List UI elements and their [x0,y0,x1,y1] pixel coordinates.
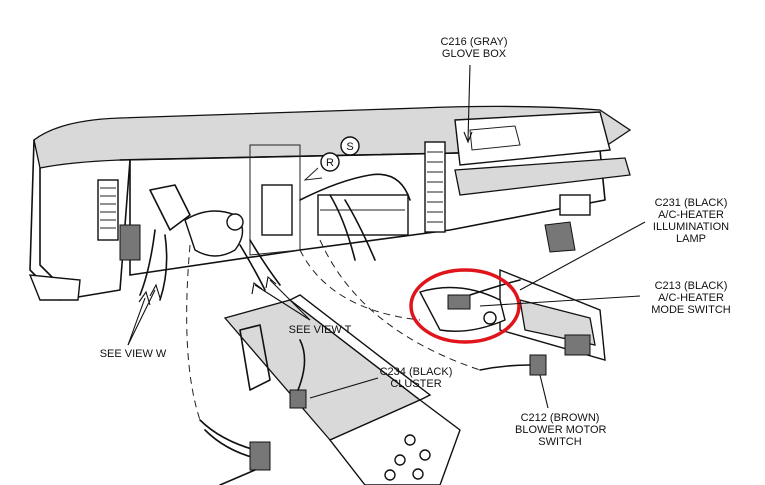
callout-view-t: SEE VIEW T [284,324,356,336]
callout-c212-line-1: C212 (BROWN) [520,412,600,424]
callout-view-t-line-1: SEE VIEW T [288,324,352,336]
ac-heater-control [418,268,606,361]
callout-c216: C216 (GRAY) GLOVE BOX [437,36,511,60]
leader-c212 [539,374,549,409]
callout-c234-line-1: C234 (BLACK) [379,366,453,378]
leader-view-t-1 [269,279,311,321]
leader-view-w-2 [127,297,146,346]
marker-r: R [320,152,340,172]
callout-c213-line-1: C213 (BLACK) [654,280,728,292]
callout-c234: C234 (BLACK) CLUSTER [378,366,454,390]
left-vent [97,179,119,241]
marker-s: S [340,136,360,156]
callout-c231-line-4: LAMP [676,233,706,245]
left-harness [119,184,281,301]
callout-c213-line-3: MODE SWITCH [651,304,731,316]
center-vent [424,141,446,233]
cluster-detail [223,294,461,485]
callout-c231-line-3: ILLUMINATION [652,221,730,233]
leader-c216 [467,64,471,141]
callout-c213: C213 (BLACK) A/C-HEATER MODE SWITCH [648,280,734,316]
leader-c231 [519,221,646,291]
marker-r-label: R [326,157,334,169]
callout-view-w-line-1: SEE VIEW W [99,348,167,360]
callout-c234-line-2: CLUSTER [390,378,442,390]
glove-box [454,111,631,253]
callout-c231-line-1: C231 (BLACK) [654,197,728,209]
leader-c234 [309,377,379,399]
leader-view-t-2 [254,284,311,321]
c212-connector [479,354,547,376]
callout-c213-line-2: A/C-HEATER [658,292,724,304]
left-end-cap [28,274,81,301]
leader-view-w-1 [127,289,156,346]
callout-c216-line-1: C216 (GRAY) [440,36,508,48]
callout-c216-line-2: GLOVE BOX [441,48,507,60]
callout-c212-line-2: BLOWER MOTOR [515,424,607,436]
callout-c212-line-3: SWITCH [538,436,582,448]
marker-s-label: S [346,141,353,153]
highlight-circle [409,268,521,344]
lower-connector [199,419,271,485]
leader-c213 [479,295,641,307]
callout-c231-line-2: A/C-HEATER [658,209,724,221]
callout-view-w: SEE VIEW W [96,348,170,360]
callout-c231: C231 (BLACK) A/C-HEATER ILLUMINATION LAM… [650,197,732,245]
callout-c212: C212 (BROWN) BLOWER MOTOR SWITCH [515,412,607,448]
